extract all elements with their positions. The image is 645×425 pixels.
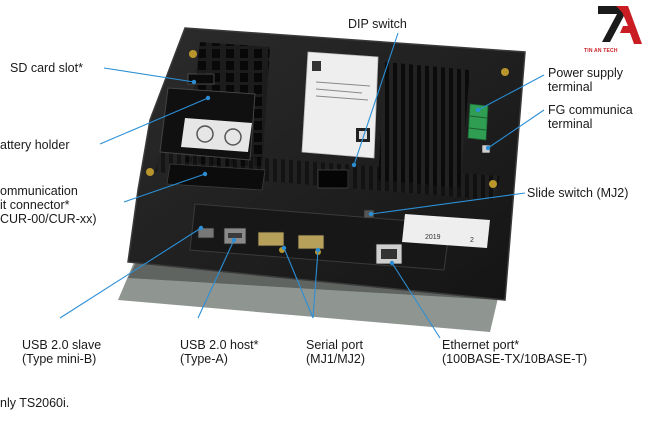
usb-host-tongue — [228, 233, 242, 238]
leader-dot — [281, 245, 287, 251]
label-dip-switch: DIP switch — [348, 17, 407, 31]
leader-dot — [351, 162, 357, 168]
leader-dot — [198, 225, 204, 231]
sticker-arrow-icon — [196, 125, 214, 143]
logo-brand-text: TIN AN TECH — [584, 48, 618, 54]
terminal-screw-divider — [468, 127, 487, 131]
leader-fg-terminal — [487, 109, 545, 149]
leader-dots — [191, 79, 491, 266]
leader-dot — [205, 95, 211, 101]
dip-switch-window — [317, 169, 349, 189]
tin-an-tech-logo — [598, 6, 642, 44]
logo-a-mark — [616, 6, 642, 44]
leader-sd-card-slot — [103, 67, 195, 83]
leader-power-supply — [477, 74, 545, 111]
fg-terminal — [481, 144, 491, 154]
usb-slave-port — [197, 227, 215, 239]
sticker-arrow-icon-2 — [224, 128, 242, 146]
vent-grid-right — [378, 62, 470, 188]
leader-usb-slave — [59, 227, 202, 319]
leader-ethernet-port — [391, 262, 441, 339]
leader-communication-connector — [123, 173, 206, 203]
serial-sticker-year: 2019 — [425, 234, 441, 241]
leader-serial-port-mj1 — [283, 247, 314, 319]
mounting-screw — [189, 50, 197, 58]
communication-connector-recess — [166, 163, 266, 191]
label-battery-holder: attery holder — [0, 138, 70, 152]
leader-dot — [368, 211, 374, 217]
leader-usb-host — [197, 239, 235, 319]
label-slide-switch: Slide switch (MJ2) — [527, 186, 629, 200]
label-logo-mark — [312, 61, 321, 71]
label-text-line — [315, 95, 369, 101]
label-power-supply-terminal: Power supply terminal — [548, 66, 624, 94]
serial-port-mj1 — [257, 231, 285, 247]
leader-lines — [59, 32, 545, 339]
footnote: nly TS2060i. — [0, 396, 70, 410]
leader-dot — [315, 247, 321, 253]
label-usb-slave: USB 2.0 slave (Type mini-B) — [22, 338, 102, 366]
leader-slide-switch — [370, 192, 526, 215]
label-sd-card-slot: SD card slot* — [10, 61, 83, 75]
label-fg-terminal: FG communica terminal — [548, 103, 633, 131]
label-serial-port: Serial port (MJ1/MJ2) — [306, 338, 366, 366]
leader-serial-port-mj2 — [312, 249, 319, 319]
leader-dot — [231, 237, 237, 243]
serial-port-mj2 — [297, 234, 325, 250]
serial-sticker-rev: 2 — [470, 237, 474, 244]
power-supply-terminal — [467, 103, 489, 141]
leader-battery-holder — [99, 97, 209, 145]
label-communication-connector: ommunication it connector* CUR-00/CUR-xx… — [0, 184, 97, 226]
label-qr-inner — [359, 131, 367, 139]
leader-dot — [475, 107, 481, 113]
leader-dot — [191, 79, 197, 85]
leader-dot — [389, 260, 395, 266]
mounting-screw — [489, 180, 497, 188]
battery-sticker — [181, 118, 252, 152]
mounting-screw — [146, 168, 154, 176]
label-ethernet-port: Ethernet port* (100BASE-TX/10BASE-T) — [442, 338, 588, 366]
terminal-screw-divider — [469, 115, 488, 119]
leader-dot — [202, 171, 208, 177]
leader-dot — [485, 145, 491, 151]
serial-sticker — [402, 214, 490, 248]
sd-card-slot — [187, 73, 215, 85]
leader-dip-switch — [353, 32, 399, 166]
label-text-line — [315, 88, 363, 94]
ethernet-port-socket — [381, 249, 397, 259]
logo-seven-mark — [598, 6, 626, 42]
mounting-screw — [501, 68, 509, 76]
label-usb-host: USB 2.0 host* (Type-A) — [180, 338, 259, 366]
label-text-line — [315, 81, 371, 87]
